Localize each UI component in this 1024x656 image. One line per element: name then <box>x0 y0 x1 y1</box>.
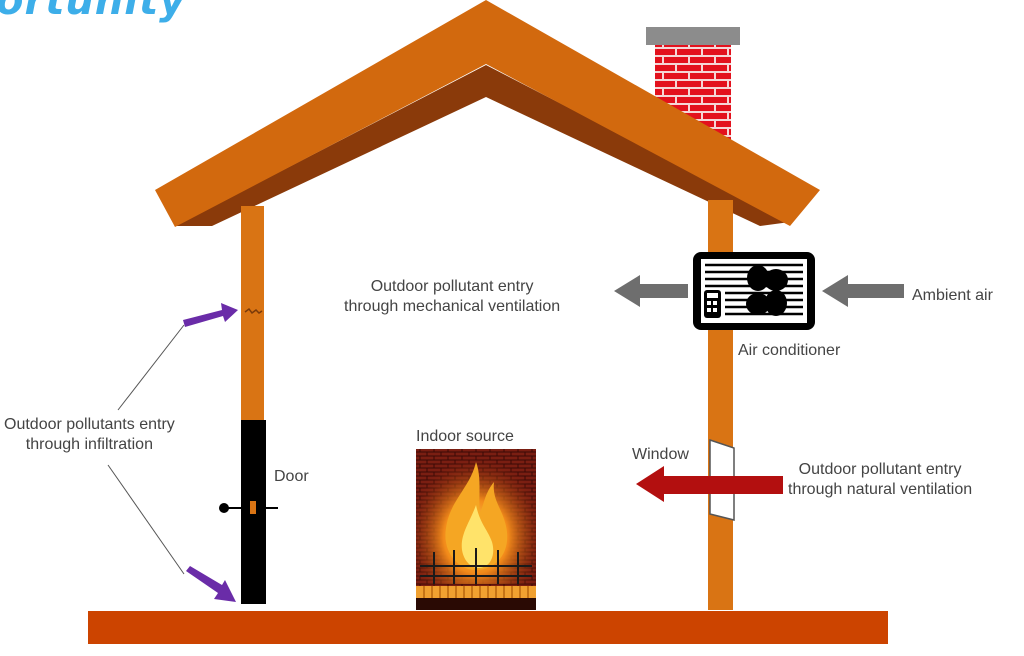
fireplace-hearth <box>416 586 536 598</box>
infiltration-arrows <box>107 303 238 602</box>
infiltration-arrow-top-icon <box>183 303 238 327</box>
leader-line-bottom <box>107 464 185 575</box>
roof-main <box>155 0 820 227</box>
air-conditioner-icon <box>693 252 815 330</box>
ambient-air-arrow-icon <box>822 275 904 307</box>
infiltration-label: Outdoor pollutants entry through infiltr… <box>4 415 175 455</box>
infiltration-label-line1: Outdoor pollutants entry <box>4 416 175 433</box>
window-label: Window <box>632 446 689 463</box>
mechanical-ventilation-arrow-icon <box>614 275 688 307</box>
hearth-stripes <box>423 586 529 598</box>
natural-ventilation-label-line1: Outdoor pollutant entry <box>798 461 962 478</box>
natural-ventilation-label: Outdoor pollutant entry through natural … <box>788 460 972 500</box>
natural-ventilation-label-line2: through natural ventilation <box>788 481 973 498</box>
infiltration-label-line2: through infiltration <box>25 436 153 453</box>
fan-icon <box>746 265 788 316</box>
page-title-fragment: ortunity <box>0 0 187 24</box>
remote-icon <box>704 290 721 318</box>
mechanical-ventilation-label-line2: through mechanical ventilation <box>344 298 561 315</box>
ambient-air-label: Ambient air <box>912 287 993 304</box>
leader-line-top <box>117 324 185 411</box>
natural-ventilation-arrow-icon <box>636 466 783 502</box>
mechanical-ventilation-label: Outdoor pollutant entry through mechanic… <box>344 277 560 317</box>
fireplace-grate <box>420 548 532 584</box>
door <box>219 420 278 604</box>
indoor-source-label: Indoor source <box>416 428 514 445</box>
air-conditioner-label: Air conditioner <box>738 342 841 359</box>
floor <box>88 611 888 644</box>
door-label: Door <box>274 468 309 485</box>
fireplace-base <box>416 598 536 610</box>
wall-crack <box>244 307 263 315</box>
fireplace <box>416 449 536 610</box>
door-lock <box>250 501 256 514</box>
flame-core <box>461 505 494 568</box>
infiltration-arrow-bottom-icon <box>186 566 236 602</box>
mechanical-ventilation-label-line1: Outdoor pollutant entry <box>370 278 534 295</box>
chimney-cap <box>646 27 740 45</box>
